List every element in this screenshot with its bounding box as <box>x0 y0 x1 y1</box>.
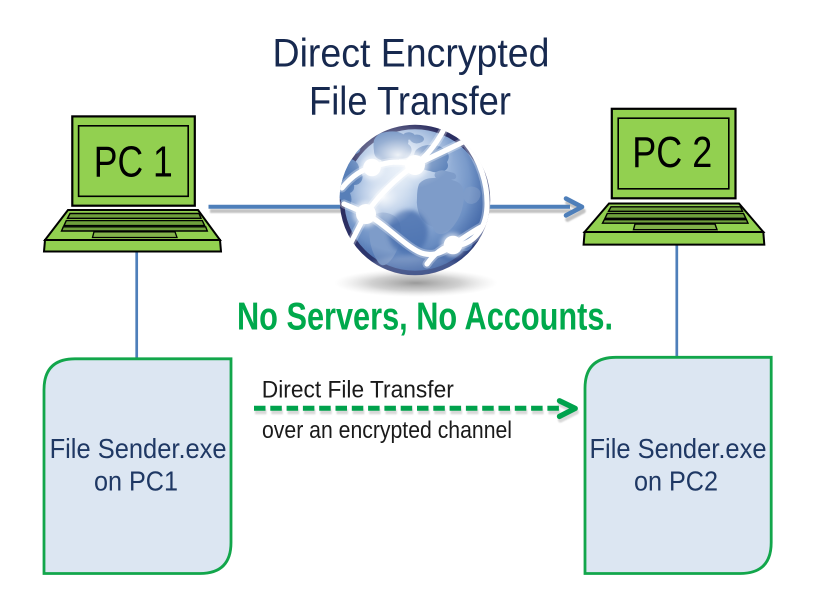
svg-text:File Transfer: File Transfer <box>309 80 511 124</box>
svg-text:over an encrypted channel: over an encrypted channel <box>262 417 512 444</box>
svg-text:PC 2: PC 2 <box>632 128 712 177</box>
svg-text:File Sender.exe: File Sender.exe <box>50 433 227 464</box>
svg-text:Direct File Transfer: Direct File Transfer <box>262 377 454 404</box>
svg-text:on PC2: on PC2 <box>634 465 718 496</box>
svg-text:Direct Encrypted: Direct Encrypted <box>273 32 550 76</box>
svg-text:No Servers, No Accounts.: No Servers, No Accounts. <box>237 296 613 339</box>
svg-text:PC 1: PC 1 <box>94 138 173 187</box>
svg-text:File Sender.exe: File Sender.exe <box>590 433 767 464</box>
svg-text:on PC1: on PC1 <box>94 465 178 496</box>
